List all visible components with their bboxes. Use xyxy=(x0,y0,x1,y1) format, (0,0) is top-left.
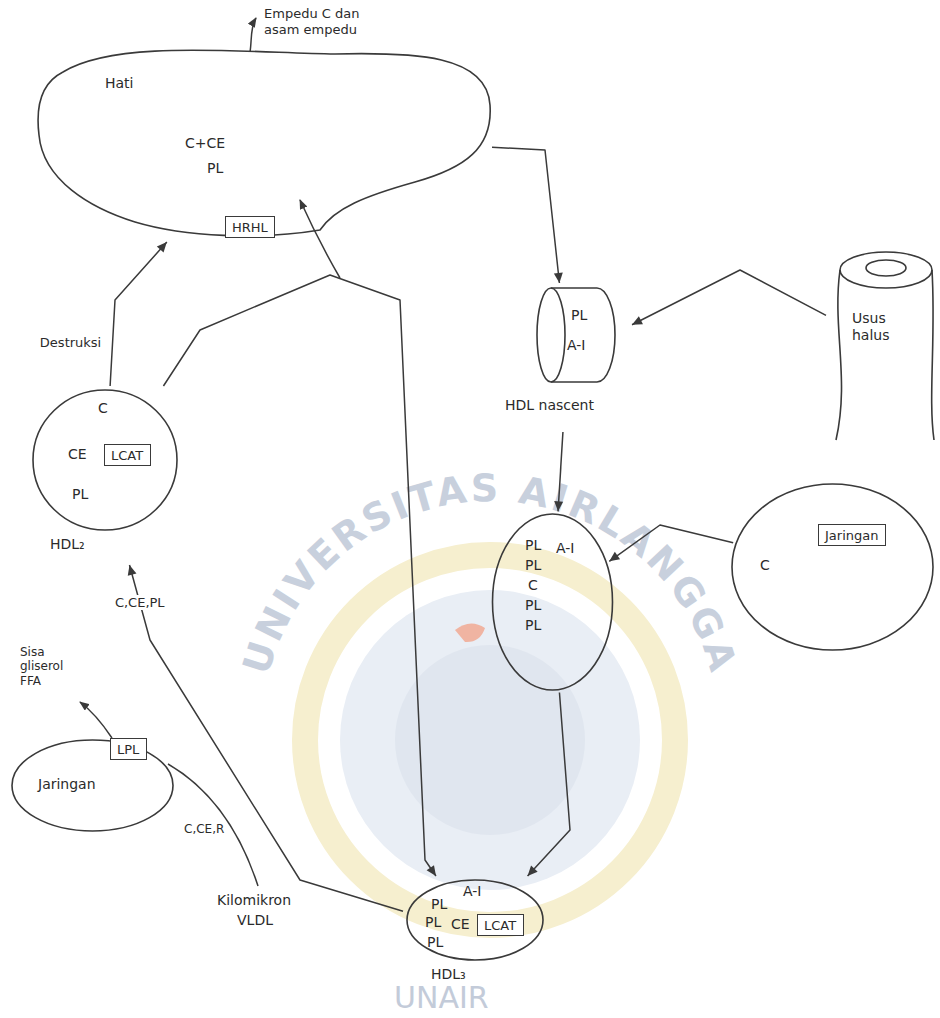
node-text: Usus halus xyxy=(852,310,916,344)
node-text: C+CE xyxy=(185,135,225,152)
edge-label: Destruksi xyxy=(38,335,103,351)
flow-arrow xyxy=(110,242,167,386)
node-text: PL xyxy=(425,914,441,931)
uptake-arrow xyxy=(300,200,340,278)
watermark-text: UNIVERSITAS AIRLANGGA xyxy=(234,466,745,679)
node-text: PL xyxy=(72,486,88,503)
shape-outline xyxy=(490,512,615,692)
edge-label: C,CE,PL xyxy=(113,595,167,611)
node-text: PL xyxy=(207,160,223,177)
node-text: PL xyxy=(525,537,541,554)
node-text: PL xyxy=(525,617,541,634)
watermark-spot xyxy=(455,623,485,642)
connector-line xyxy=(528,692,570,876)
connector-line xyxy=(632,270,826,325)
node-text: C xyxy=(98,400,108,417)
arrow-head xyxy=(128,565,137,576)
connector-line xyxy=(129,565,403,911)
arrow-head xyxy=(554,273,563,283)
note-text: Empedu C dan asam empedu xyxy=(262,6,384,37)
arrow-head xyxy=(528,866,538,876)
hdl-particle: PL A-I HDL nascent xyxy=(505,285,630,430)
lipoprotein-label: Kilomikron xyxy=(215,892,293,909)
node-text: A-I xyxy=(556,540,574,557)
node-text: CE xyxy=(451,916,470,933)
node-text: PL xyxy=(431,896,447,913)
transfer-label: C,CE,R xyxy=(182,822,226,836)
arrow-head xyxy=(632,316,643,325)
connector-line xyxy=(609,525,733,561)
flow-arrow xyxy=(163,275,436,876)
node-text: HDL₂ xyxy=(50,536,85,553)
shape-outline xyxy=(828,248,938,443)
hdl-particle: C CE PL HDL₂ LCAT xyxy=(30,388,180,563)
node-text: HRHL xyxy=(226,218,274,238)
flow-arrow xyxy=(492,147,563,283)
watermark-emblem xyxy=(340,590,640,890)
flow-arrow xyxy=(632,270,826,325)
liver-organ: HatiC+CE PL HRHL xyxy=(35,30,490,240)
connector-line xyxy=(558,432,563,511)
intestine-organ: Usus halus xyxy=(828,248,938,443)
bile-arrow xyxy=(250,18,256,52)
arrow-head xyxy=(609,552,620,561)
hdl-particle: PL PL C PL PL A-I xyxy=(490,512,615,692)
residue-arrow xyxy=(80,702,112,738)
node-text: C xyxy=(528,577,538,594)
arrow-head xyxy=(157,242,167,252)
connector-line xyxy=(492,147,559,283)
hdl-particle: A-IPLPLCEPLHDL₃LCAT xyxy=(405,878,545,988)
university-watermark: UNIVERSITAS AIRLANGGA xyxy=(234,466,745,925)
node-text: PL xyxy=(571,307,587,324)
arrow-head xyxy=(554,501,563,511)
node-text: LCAT xyxy=(478,916,522,936)
flow-arrow xyxy=(128,565,403,911)
node-text: Jaringan xyxy=(38,776,96,793)
tissue-cell: Jaringan LPL xyxy=(10,738,175,833)
watermark-text: UNAIR xyxy=(392,980,491,1016)
node-text: PL xyxy=(427,934,443,951)
shape-outline xyxy=(35,30,490,240)
note-text: Sisa gliserol FFA xyxy=(18,645,82,688)
watermark-emblem-core xyxy=(395,645,585,835)
connector-line xyxy=(163,275,436,876)
tissue-box: Jaringan xyxy=(818,524,886,546)
node-text: PL xyxy=(525,557,541,574)
flow-arrow xyxy=(609,525,733,561)
chylomicron-line xyxy=(168,764,258,886)
enzyme-box: LCAT xyxy=(477,914,524,936)
node-text: HDL nascent xyxy=(505,397,594,414)
arrow-head xyxy=(427,865,436,876)
enzyme-box: LPL xyxy=(110,738,147,760)
node-text: A-I xyxy=(567,337,585,354)
node-text: C xyxy=(760,557,770,574)
node-text: LCAT xyxy=(105,446,149,466)
lipoprotein-label: VLDL xyxy=(235,912,275,929)
flow-arrow xyxy=(554,432,563,511)
node-text: Hati xyxy=(105,75,134,92)
enzyme-box: HRHL xyxy=(225,216,275,238)
enzyme-box: LCAT xyxy=(104,444,151,466)
tissue-cell: C Jaringan xyxy=(730,482,935,652)
node-text: A-I xyxy=(463,883,481,900)
node-text: Jaringan xyxy=(819,526,884,546)
node-text: LPL xyxy=(111,740,145,760)
connector-line xyxy=(110,242,167,386)
node-text: CE xyxy=(68,446,87,463)
watermark-ring xyxy=(305,555,675,925)
flow-arrow xyxy=(528,692,570,876)
node-text: PL xyxy=(525,597,541,614)
